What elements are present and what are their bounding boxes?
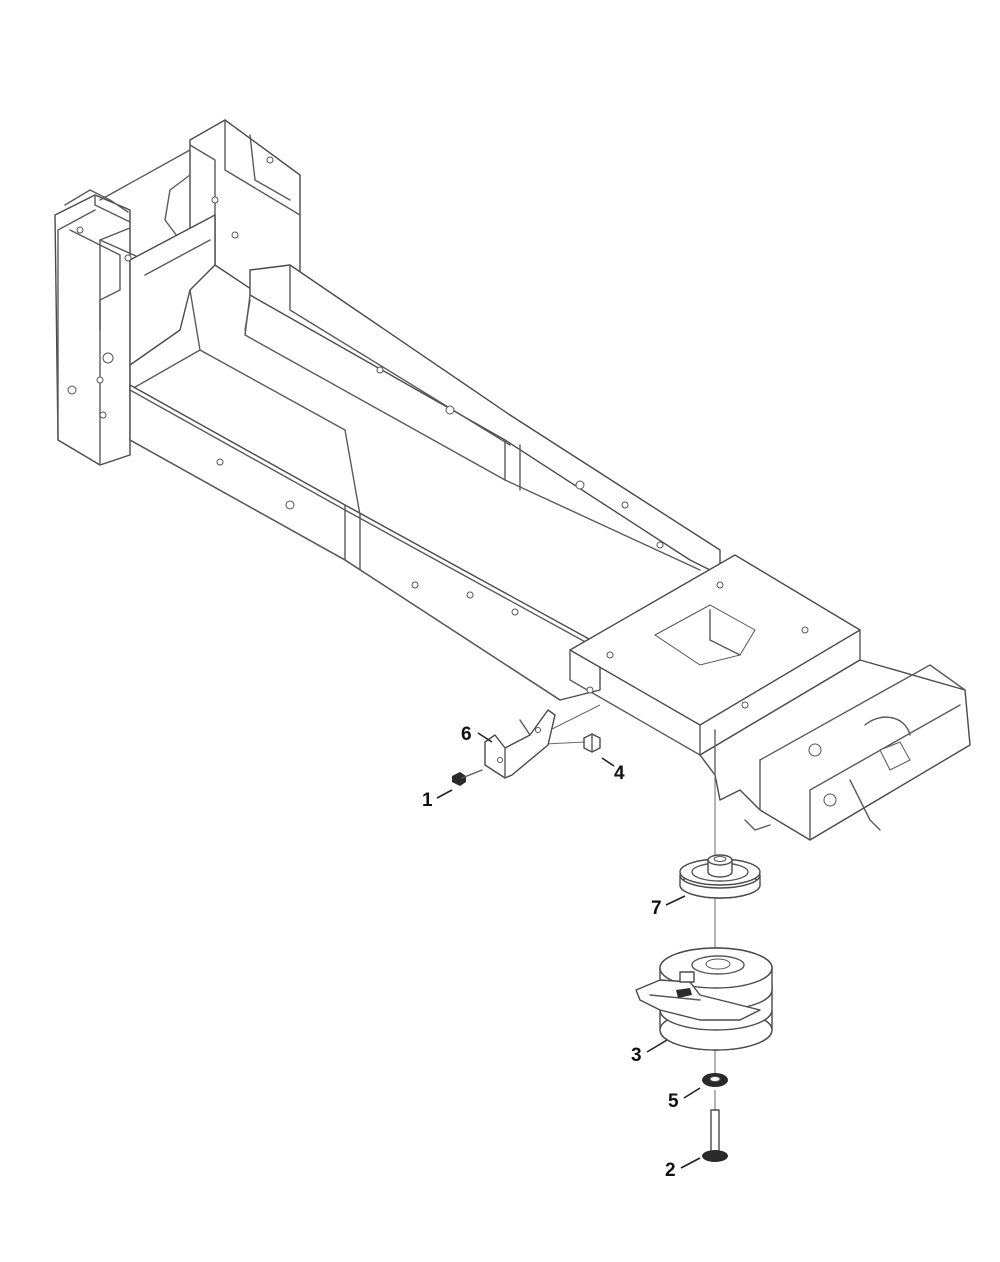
pto-clutch-icon	[635, 947, 773, 1051]
frame-holes	[67, 156, 809, 709]
callout-5[interactable]: 5	[668, 1087, 701, 1112]
callout-7-label: 7	[651, 898, 662, 919]
callout-4-label: 4	[614, 763, 625, 784]
callout-6[interactable]: 6	[461, 724, 493, 745]
callout-1[interactable]: 1	[422, 789, 453, 811]
callout-2-label: 2	[665, 1160, 676, 1181]
tractor-frame	[54, 119, 971, 841]
bolt-icon	[452, 769, 483, 786]
washer-icon	[702, 1073, 728, 1087]
callout-1-label: 1	[422, 790, 433, 811]
front-cross-member	[129, 214, 216, 366]
shoulder-bolt-icon	[702, 1109, 728, 1162]
nut-icon	[583, 733, 601, 753]
callout-2[interactable]: 2	[665, 1157, 701, 1181]
front-left-post	[54, 194, 131, 466]
callout-4[interactable]: 4	[601, 757, 625, 784]
pulley-icon	[679, 854, 761, 899]
callout-3-label: 3	[631, 1045, 642, 1066]
bracket-icon	[484, 709, 556, 779]
callout-3[interactable]: 3	[631, 1039, 668, 1066]
callout-7[interactable]: 7	[651, 895, 686, 919]
callouts: 1 2 3 4 5 6 7	[422, 724, 701, 1181]
callout-6-label: 6	[461, 724, 472, 745]
callout-5-label: 5	[668, 1091, 679, 1112]
